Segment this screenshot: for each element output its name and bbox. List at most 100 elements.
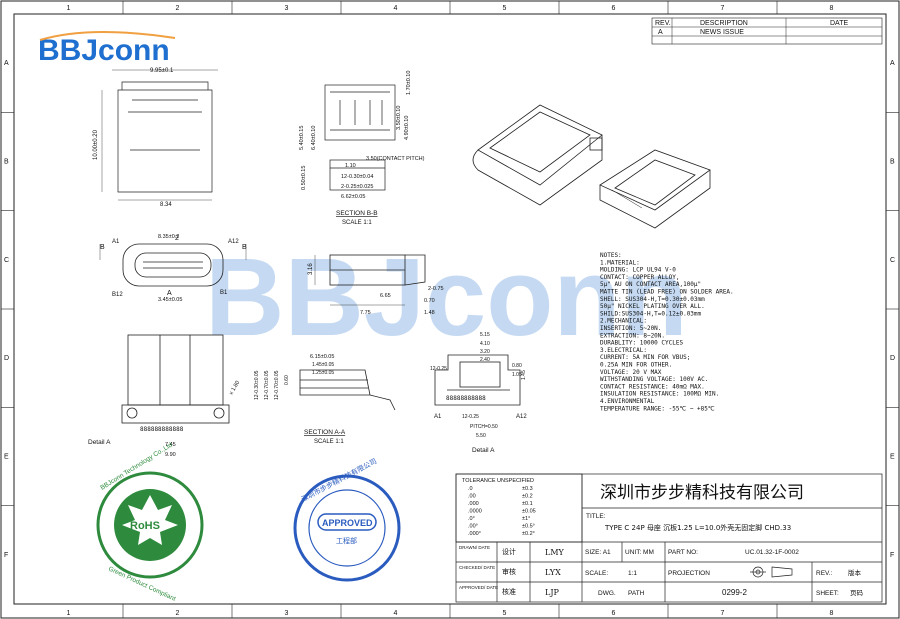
top-view <box>101 69 218 201</box>
dim-side-b: 6.65 <box>380 293 391 299</box>
grid-row-label: E <box>4 454 9 461</box>
grid-row-label: F <box>890 552 894 559</box>
tolerance-value: ±0.5° <box>522 524 535 530</box>
checked-name: LYX <box>545 568 561 577</box>
tolerance-value: ±0.2° <box>522 531 535 537</box>
note-line: NOTES: <box>600 252 622 259</box>
note-line: WITHSTANDING VOLTAGE: 100V AC. <box>600 376 708 383</box>
rev-row-rev: A <box>658 29 663 36</box>
grid-row-label: B <box>890 159 895 166</box>
notes-block: NOTES:1.MATERIAL: MOLDING: LCP UL94 V-0 … <box>600 252 734 412</box>
size-label: SIZE: A1 <box>585 549 611 556</box>
dim-side-d: 7.75 <box>360 310 371 316</box>
projection-symbol-icon <box>750 566 793 578</box>
rev-label: REV.: <box>816 570 833 577</box>
note-line: 3.ELECTRICAL: <box>600 347 647 354</box>
front-label-b1: B1 <box>220 290 228 296</box>
dim-side-h: 3.16 <box>308 263 314 275</box>
deta-label-a12: A12 <box>516 414 527 420</box>
note-line: SHILD:SUS304-H,T=0.12±0.03mm <box>600 310 702 317</box>
dim-seca-1: 6.15±0.05 <box>310 354 334 360</box>
tolerance-key: .0° <box>468 516 475 522</box>
dim-seca-v4: 0.60 <box>284 375 290 385</box>
isometric-open <box>599 149 711 229</box>
detail-a-bottom-label: Detail A <box>472 447 495 454</box>
approved-name: LJP <box>545 588 560 597</box>
dim-deta-6: PITCH=0.50 <box>470 424 498 430</box>
drawn-label: DRAWN/ DATE <box>459 545 490 550</box>
dwg-label: DWG. <box>598 590 616 597</box>
grid-col-label: 8 <box>830 5 834 12</box>
grid-row-label: C <box>890 257 895 264</box>
dim-deta-1: 5.15 <box>480 332 490 338</box>
rohs-stamp: RoHS BBJconn Technology Co.,Ltd Green Pr… <box>96 441 204 603</box>
revision-table: REV. DESCRIPTION DATE A NEWS ISSUE <box>651 17 883 45</box>
grid-row-label: B <box>4 159 9 166</box>
note-line: DURABLITY: 10000 CYCLES <box>600 340 683 347</box>
grid-col-label: 4 <box>394 610 398 617</box>
dim-deta-11: 1.05 <box>512 372 522 378</box>
dim-side-a: 2-0.75 <box>428 286 444 292</box>
tolerance-key: .00° <box>468 524 478 530</box>
dim-seca-v2: 12-0.70±0.05 <box>264 370 270 400</box>
grid-col-label: 8 <box>830 610 834 617</box>
dim-seca-v1: 12-0.30±0.05 <box>254 370 260 400</box>
rohs-label: RoHS <box>130 520 160 532</box>
approved-sub: 工程部 <box>336 536 357 545</box>
tolerance-title: TOLERANCE UNSPECIFIED <box>462 478 534 484</box>
dim-pin-w: 6.62±0.05 <box>341 194 365 200</box>
note-line: 4.ENVIRONMENTAL <box>600 398 655 405</box>
tolerance-value: ±0.2 <box>522 494 533 500</box>
dim-deta-5: 12-0.25 <box>430 366 447 372</box>
front-label-a: A <box>167 290 172 297</box>
front-label-2: 2 <box>175 235 179 242</box>
grid-row-label: A <box>890 60 895 67</box>
dim-sec-h3: 0.50±0.15 <box>301 166 307 190</box>
front-label-a12: A12 <box>228 239 239 245</box>
tolerance-value: ±0.3 <box>522 486 533 492</box>
title-value: TYPE C 24P 母座 沉板1.25 L=10.0外壳无固定脚 CHD.33 <box>604 523 791 532</box>
front-label-b: B <box>100 244 105 251</box>
dim-side-c: 0.70 <box>424 298 435 304</box>
tolerance-key: .00 <box>468 494 476 500</box>
dim-seca-2: 1.45±0.05 <box>312 362 334 368</box>
section-aa-scale: SCALE 1:1 <box>314 439 344 445</box>
grid-col-label: 4 <box>394 5 398 12</box>
tolerance-value: ±0.05 <box>522 509 536 515</box>
grid-col-label: 6 <box>612 5 616 12</box>
grid-row-label: A <box>4 60 9 67</box>
rev-row-desc: NEWS ISSUE <box>700 29 744 36</box>
grid-col-label: 1 <box>67 5 71 12</box>
grid-row-label: D <box>890 355 895 362</box>
rev-value: 版本 <box>848 568 862 577</box>
dim-contact-pitch: 3.50(CONTACT PITCH) <box>366 156 425 162</box>
note-line: 5μ" AU ON CONTACT AREA,100μ" <box>600 281 701 288</box>
title-label: TITLE: <box>586 513 606 520</box>
note-line: CURRENT: 5A MIN FOR VBUS; <box>600 354 690 361</box>
dim-sec-r1: 1.70±0.10 <box>406 71 412 95</box>
tolerance-key: .0000 <box>468 509 482 515</box>
dim-pin-b: 2-0.25±0.025 <box>341 184 373 190</box>
note-line: 1.MATERIAL: <box>600 259 640 266</box>
watermark-text: BBJconn <box>205 236 688 359</box>
note-line: MOLDING: LCP UL94 V-0 <box>600 267 676 274</box>
dim-det-w1: 7.45 <box>165 442 176 448</box>
section-bb-scale: SCALE 1:1 <box>342 220 372 226</box>
isometric-closed <box>472 104 603 206</box>
detail-a-label: Detail A <box>88 439 111 446</box>
dim-deta-7: 5.50 <box>476 433 486 439</box>
front-label-a1: A1 <box>112 239 120 245</box>
front-view <box>99 243 247 287</box>
tolerance-value: ±0.1 <box>522 501 533 507</box>
part-label: PART NO: <box>668 549 698 556</box>
front-label-b2: B <box>242 244 247 251</box>
note-line: INSULATION RESISTANCE: 100MΩ MIN. <box>600 391 719 398</box>
grid-col-label: 1 <box>67 610 71 617</box>
grid-col-label: 7 <box>721 5 725 12</box>
dim-deta-9: 1.45 <box>521 370 527 380</box>
approved-cn: 核准 <box>502 587 516 596</box>
dim-sec-r3: 4.90±0.10 <box>404 116 410 140</box>
approved-sig-label: APPROVED/ DATE <box>459 585 498 590</box>
